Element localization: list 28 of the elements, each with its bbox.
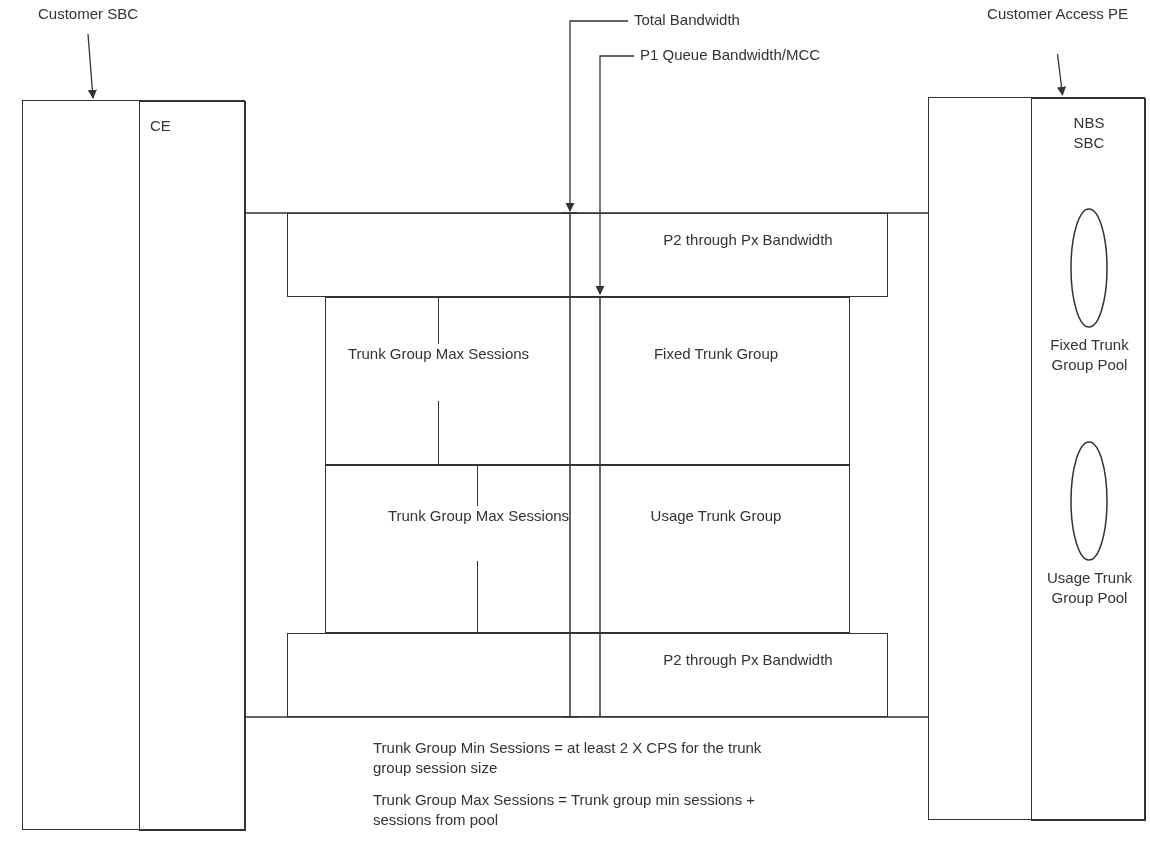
dimension-label: Total Bandwidth (634, 11, 764, 28)
leader-line (595, 55, 635, 295)
caption-text: Customer SBC (28, 4, 148, 24)
device-column (1031, 98, 1146, 821)
pool-label: Fixed Trunk Group Pool (1049, 335, 1130, 374)
arrow (87, 33, 97, 99)
group-label: Usage Trunk Group (649, 506, 783, 526)
device-box (928, 97, 1145, 820)
caption-text: Customer Access PE (975, 4, 1140, 24)
session-label: Trunk Group Max Sessions (346, 344, 531, 364)
trunk-group-box (325, 297, 850, 465)
device-column (139, 101, 246, 831)
note-text: Trunk Group Min Sessions = at least 2 X CPS for the trunk group session size (373, 738, 763, 779)
group-label: P2 through Px Bandwidth (662, 650, 834, 670)
note-text: Trunk Group Max Sessions = Trunk group min sessions + sessions from pool (373, 790, 757, 831)
session-label: Trunk Group Max Sessions (386, 506, 571, 526)
device-label: CE (150, 116, 172, 136)
arrow (1056, 53, 1067, 96)
bandwidth-band (287, 213, 888, 297)
device-label: NBS SBC (1072, 113, 1106, 152)
group-label: Fixed Trunk Group (652, 344, 780, 364)
leader-line (565, 20, 629, 212)
device-box (22, 100, 245, 830)
dimension-label: P1 Queue Bandwidth/MCC (640, 46, 825, 63)
trunk-group-box (325, 465, 850, 633)
group-label: P2 through Px Bandwidth (662, 230, 834, 250)
pool-label: Usage Trunk Group Pool (1045, 568, 1133, 607)
bandwidth-band (287, 633, 888, 717)
